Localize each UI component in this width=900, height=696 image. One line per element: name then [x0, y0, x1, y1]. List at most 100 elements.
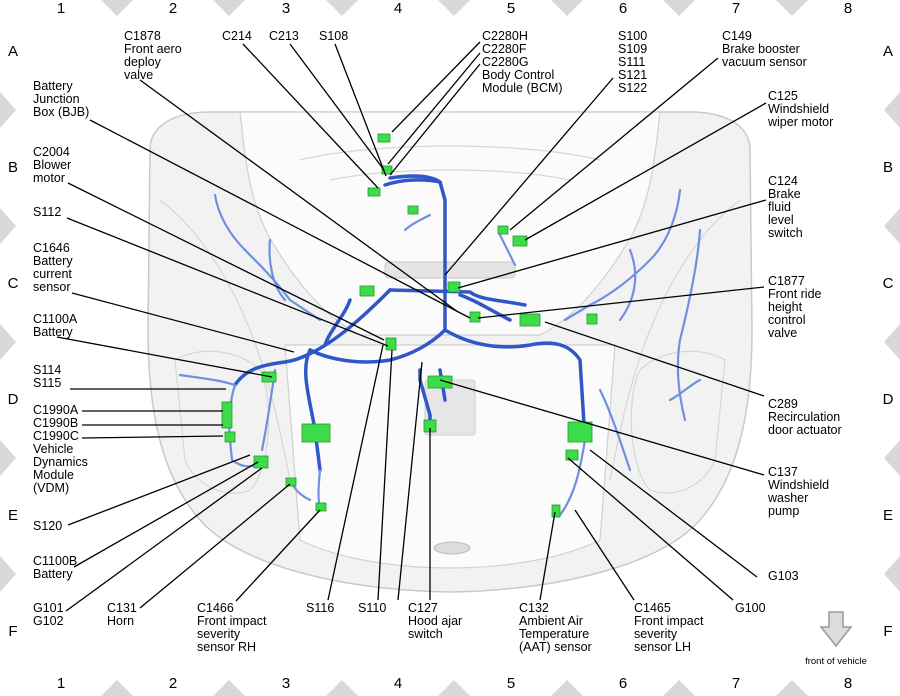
- callout-c1990: C1990AC1990BC1990CVehicleDynamicsModule(…: [33, 403, 88, 495]
- grid-row-F-right: F: [883, 623, 892, 640]
- callout-c2004-line: C2004: [33, 145, 70, 159]
- callout-c125-line: Windshield: [768, 102, 829, 116]
- grid-row-F-left: F: [8, 623, 17, 640]
- callout-c1100a-line: C1100A: [33, 312, 78, 326]
- grid-column-7-top: 7: [732, 0, 740, 17]
- callout-c2280-line: Body Control: [482, 68, 554, 82]
- border-marker: [776, 0, 808, 16]
- callout-c1646-line: sensor: [33, 280, 71, 294]
- callout-c1990-line: C1990B: [33, 416, 78, 430]
- grid-column-1-bottom: 1: [57, 675, 65, 692]
- callout-c149-line: vacuum sensor: [722, 55, 807, 69]
- border-marker: [438, 0, 470, 16]
- callout-s114-line: S114: [33, 363, 61, 377]
- callout-c149-line: Brake booster: [722, 42, 800, 56]
- callout-c1990-line: C1990A: [33, 403, 79, 417]
- callout-s112-line: S112: [33, 205, 61, 219]
- callout-c1466-line: severity: [197, 627, 241, 641]
- grid-column-6-bottom: 6: [619, 675, 627, 692]
- callout-c2004-line: motor: [33, 171, 65, 185]
- callout-c1877-line: control: [768, 313, 806, 327]
- callout-c1990-line: (VDM): [33, 481, 69, 495]
- callout-c1878-line: valve: [124, 68, 153, 82]
- callout-c132-line: (AAT) sensor: [519, 640, 592, 654]
- callout-c2280-line: C2280F: [482, 42, 527, 56]
- callout-c131-line: Horn: [107, 614, 134, 628]
- grid-column-4-top: 4: [394, 0, 402, 17]
- grid-row-D-left: D: [8, 391, 19, 408]
- callout-c131-line: C131: [107, 601, 137, 615]
- callout-c124-line: switch: [768, 226, 803, 240]
- callout-c214: C214: [222, 29, 252, 43]
- callout-s108: S108: [319, 29, 348, 43]
- border-marker: [884, 92, 900, 128]
- callout-c127-line: Hood ajar: [408, 614, 462, 628]
- callout-c1877-line: height: [768, 300, 803, 314]
- callout-c2280-line: C2280H: [482, 29, 528, 43]
- callout-c132-line: Ambient Air: [519, 614, 583, 628]
- callout-c137-line: C137: [768, 465, 798, 479]
- callout-c1646-line: Battery: [33, 254, 73, 268]
- grid-column-2-top: 2: [169, 0, 177, 17]
- grid-row-E-right: E: [883, 507, 893, 524]
- callout-s100-line: S100: [618, 29, 647, 43]
- callout-c1877-line: Front ride: [768, 287, 822, 301]
- callout-c1100a-line: Battery: [33, 325, 73, 339]
- grid-row-C-left: C: [8, 275, 19, 292]
- callout-c213-line: C213: [269, 29, 299, 43]
- callout-s116-line: S116: [306, 601, 334, 615]
- border-marker: [551, 0, 583, 16]
- callout-c289-line: Recirculation: [768, 410, 840, 424]
- vehicle-body: [147, 111, 753, 593]
- callout-c1465-line: sensor LH: [634, 640, 691, 654]
- border-marker: [0, 440, 16, 476]
- border-marker: [551, 680, 583, 696]
- grid-column-1-top: 1: [57, 0, 65, 17]
- border-marker: [884, 440, 900, 476]
- callout-c1646-line: C1646: [33, 241, 70, 255]
- callout-s116: S116: [306, 601, 334, 615]
- callout-c137-line: washer: [767, 491, 808, 505]
- grid-column-8-bottom: 8: [844, 675, 852, 692]
- callout-bjb-line: Junction: [33, 92, 80, 106]
- grid-row-B-left: B: [8, 159, 18, 176]
- border-marker: [438, 680, 470, 696]
- callout-c1990-line: Dynamics: [33, 455, 88, 469]
- border-marker: [326, 680, 358, 696]
- border-marker: [884, 556, 900, 592]
- callout-c2280-line: Module (BCM): [482, 81, 563, 95]
- grid-column-3-bottom: 3: [282, 675, 290, 692]
- callout-c1878-line: Front aero: [124, 42, 182, 56]
- callout-s120: S120: [33, 519, 62, 533]
- callout-s114-line: S115: [33, 376, 61, 390]
- grid-column-6-top: 6: [619, 0, 627, 17]
- callout-c1466-line: sensor RH: [197, 640, 256, 654]
- grid-row-A-right: A: [883, 43, 893, 60]
- callout-s112: S112: [33, 205, 61, 219]
- border-marker: [0, 208, 16, 244]
- grid-column-2-bottom: 2: [169, 675, 177, 692]
- callout-c125-line: wiper motor: [767, 115, 833, 129]
- callout-c1646-line: current: [33, 267, 72, 281]
- border-marker: [663, 680, 695, 696]
- callout-c124-line: C124: [768, 174, 798, 188]
